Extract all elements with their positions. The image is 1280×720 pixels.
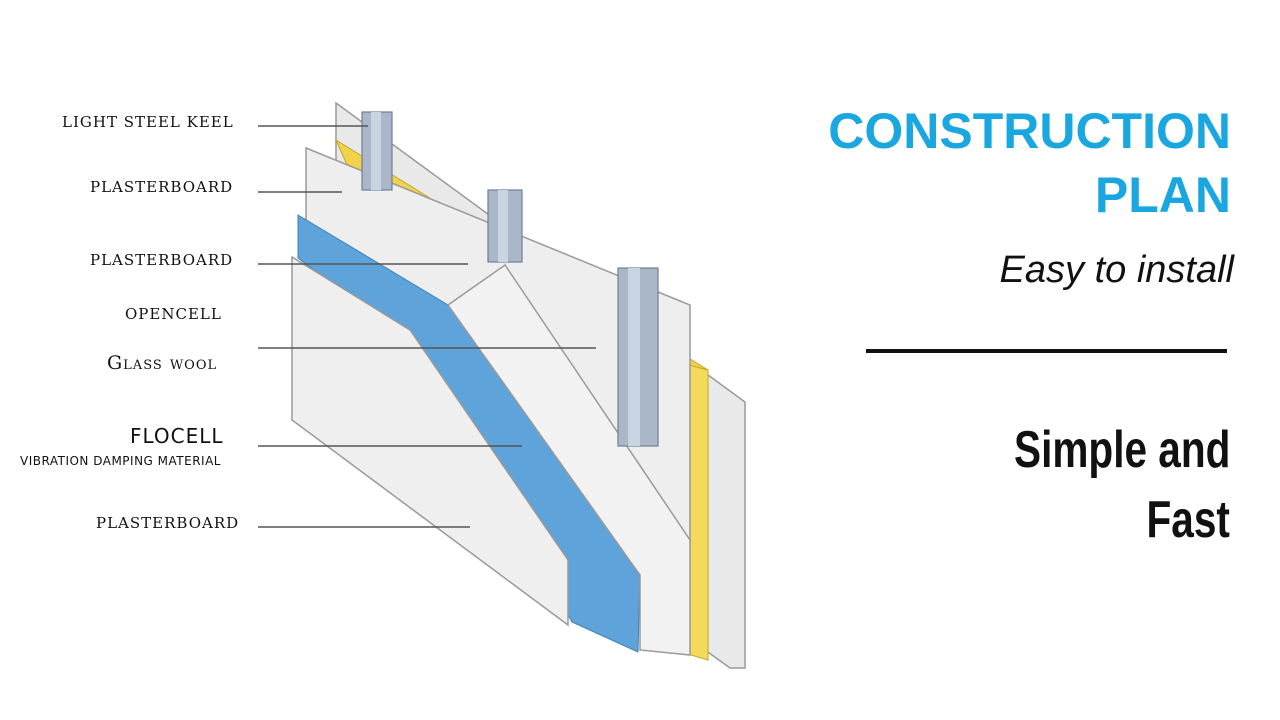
label-plasterboard-2: PLASTERBOARD [90, 251, 234, 269]
label-plasterboard-3: PLASTERBOARD [96, 514, 240, 532]
label-plasterboard-1: PLASTERBOARD [90, 178, 234, 196]
label-vibration-damping: VIBRATION DAMPING MATERIAL [20, 454, 221, 468]
label-light-steel-keel: LIGHT STEEL KEEL [62, 113, 234, 131]
tagline-line2: Fast [1146, 491, 1230, 549]
subtitle: Easy to install [999, 249, 1234, 291]
label-glass-wool: Glass wool [107, 352, 218, 374]
steel-keel-2 [487, 189, 523, 263]
front-plasterboard [291, 255, 569, 627]
label-flocell: FLOCELL [130, 424, 224, 448]
tagline-line1: Simple and [1013, 421, 1230, 479]
label-opencell: OPENCELL [125, 305, 222, 323]
page-title-line2: PLAN [1094, 167, 1231, 223]
divider [866, 349, 1227, 353]
wall-section-diagram [258, 101, 746, 669]
leader-lines [258, 125, 596, 528]
steel-keel-1 [361, 111, 393, 191]
steel-keel-3 [617, 267, 659, 447]
front-plasterboard-right [446, 263, 691, 656]
page-title-line1: CONSTRUCTION [828, 103, 1231, 159]
